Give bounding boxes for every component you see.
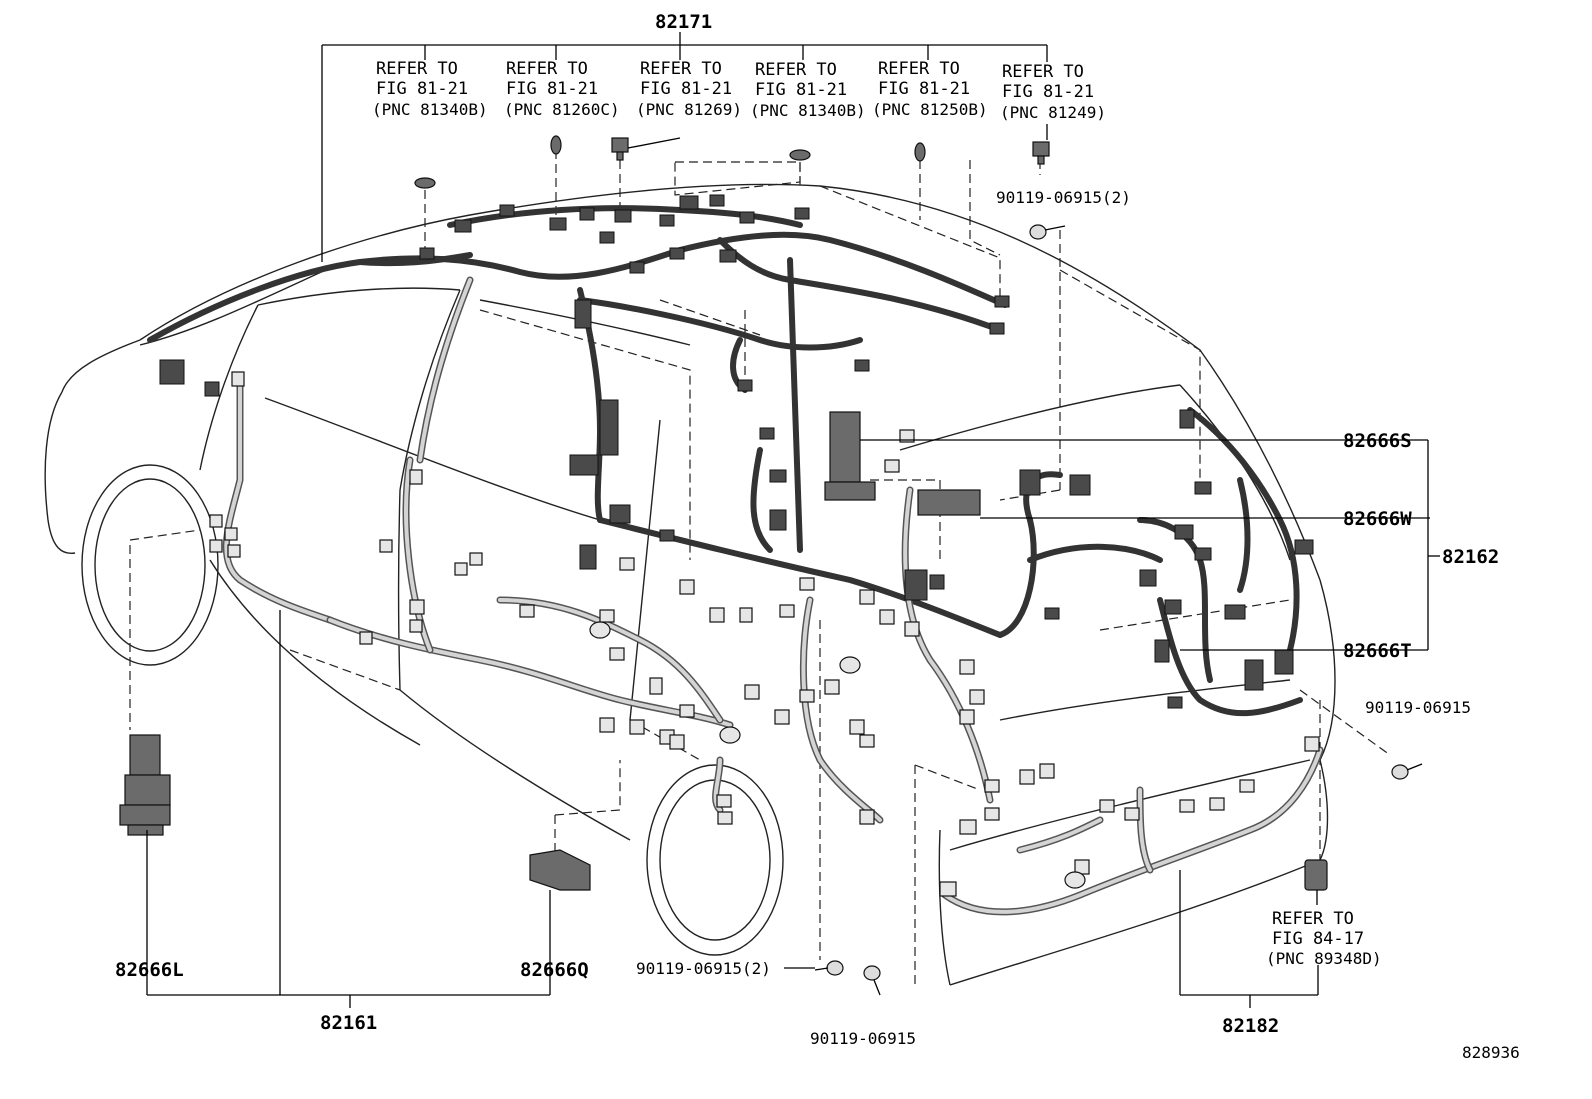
ref-3-line1: REFER TO xyxy=(640,59,722,79)
ref-2-line1: REFER TO xyxy=(506,59,588,79)
ref-4-line1: REFER TO xyxy=(755,60,837,80)
figure-number: 828936 xyxy=(1462,1043,1520,1062)
part-82666T-label: 82666T xyxy=(1343,640,1412,662)
part-82666Q-bracket xyxy=(529,849,591,891)
ref-1-line2: FIG 81-21 xyxy=(376,79,468,99)
part-82666Q-label: 82666Q xyxy=(520,959,589,981)
ref-4-line2: FIG 81-21 xyxy=(755,80,847,100)
ref-5-line1: REFER TO xyxy=(878,59,960,79)
ref-2-line2: FIG 81-21 xyxy=(506,79,598,99)
bolt-bottom-center-label: 90119-06915(2) xyxy=(636,959,771,978)
rear-ref-line2: FIG 84-17 xyxy=(1272,929,1364,949)
part-82666S-label: 82666S xyxy=(1343,430,1412,452)
ref-3-line2: FIG 81-21 xyxy=(640,79,732,99)
part-82666L-bracket xyxy=(119,734,171,836)
rear-ref-line3: (PNC 89348D) xyxy=(1266,949,1382,968)
ref-1-line1: REFER TO xyxy=(376,59,458,79)
leader-lines xyxy=(146,32,1440,1008)
ref-3-line3: (PNC 81269) xyxy=(636,100,742,119)
bolt-bottom-label: 90119-06915 xyxy=(810,1029,916,1048)
bolt-bottom-icon xyxy=(863,965,881,996)
ref-1-line3: (PNC 81340B) xyxy=(372,100,488,119)
ref-4-line3: (PNC 81340B) xyxy=(750,101,866,120)
ref-6-line1: REFER TO xyxy=(1002,62,1084,82)
bolt-right-icon xyxy=(1391,763,1423,780)
dashed-placement-lines xyxy=(129,150,1391,985)
bolt-top-right-label: 90119-06915(2) xyxy=(996,188,1131,207)
part-82171-label: 82171 xyxy=(655,11,712,33)
ref-5-line2: FIG 81-21 xyxy=(878,79,970,99)
harness-connectors xyxy=(159,194,1320,897)
bolt-top-right-icon xyxy=(1029,224,1066,240)
part-82161-label: 82161 xyxy=(320,1012,377,1034)
part-82162-label: 82162 xyxy=(1442,546,1499,568)
floor-harness-82161 xyxy=(222,276,994,824)
part-89348D-sensor xyxy=(1304,859,1328,891)
ref-6-line2: FIG 81-21 xyxy=(1002,82,1094,102)
bolt-bottom-center-icon xyxy=(814,960,844,976)
ref-5-line3: (PNC 81250B) xyxy=(872,100,988,119)
roof-clip-parts xyxy=(414,135,1050,189)
rear-ref-line1: REFER TO xyxy=(1272,909,1354,929)
bolt-icons xyxy=(814,224,1423,996)
rear-harness-82162 xyxy=(1027,407,1303,717)
part-82666W-label: 82666W xyxy=(1343,508,1412,530)
labels: 82171 REFER TO FIG 81-21 (PNC 81340B) RE… xyxy=(115,11,1520,1062)
bolt-right-label: 90119-06915 xyxy=(1365,698,1471,717)
part-82182-label: 82182 xyxy=(1222,1015,1279,1037)
rear-bumper-harness-82182 xyxy=(941,746,1324,916)
ref-6-line3: (PNC 81249) xyxy=(1000,103,1106,122)
part-82666L-label: 82666L xyxy=(115,959,184,981)
ref-2-line3: (PNC 81260C) xyxy=(504,100,620,119)
